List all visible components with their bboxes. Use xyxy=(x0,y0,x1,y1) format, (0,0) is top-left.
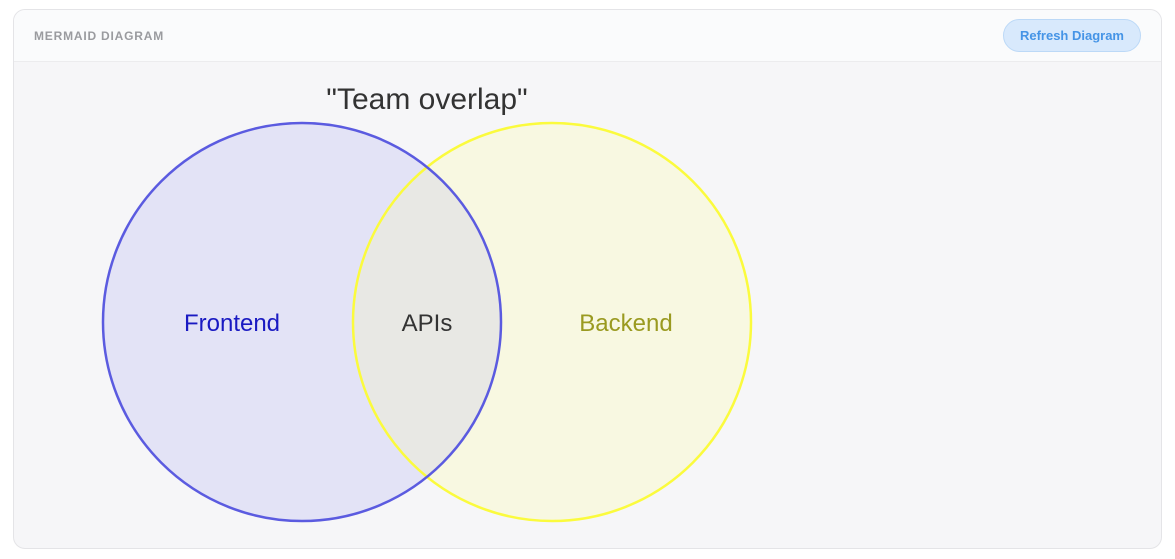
panel-header: MERMAID DIAGRAM Refresh Diagram xyxy=(14,10,1161,62)
intersection-region xyxy=(353,123,501,521)
venn-diagram-svg: "Team overlap" Frontend APIs Backend xyxy=(101,83,753,523)
mermaid-diagram-panel: MERMAID DIAGRAM Refresh Diagram "Team ov… xyxy=(13,9,1162,549)
panel-title: MERMAID DIAGRAM xyxy=(34,28,164,43)
frontend-circle-outline xyxy=(101,121,503,523)
diagram-title: "Team overlap" xyxy=(326,83,527,116)
frontend-set-label: Frontend xyxy=(184,310,280,337)
intersection-label: APIs xyxy=(402,310,453,337)
backend-set-label: Backend xyxy=(579,310,672,337)
refresh-diagram-button[interactable]: Refresh Diagram xyxy=(1002,19,1141,52)
diagram-canvas: "Team overlap" Frontend APIs Backend xyxy=(14,62,1161,548)
backend-circle-outline xyxy=(351,121,753,523)
